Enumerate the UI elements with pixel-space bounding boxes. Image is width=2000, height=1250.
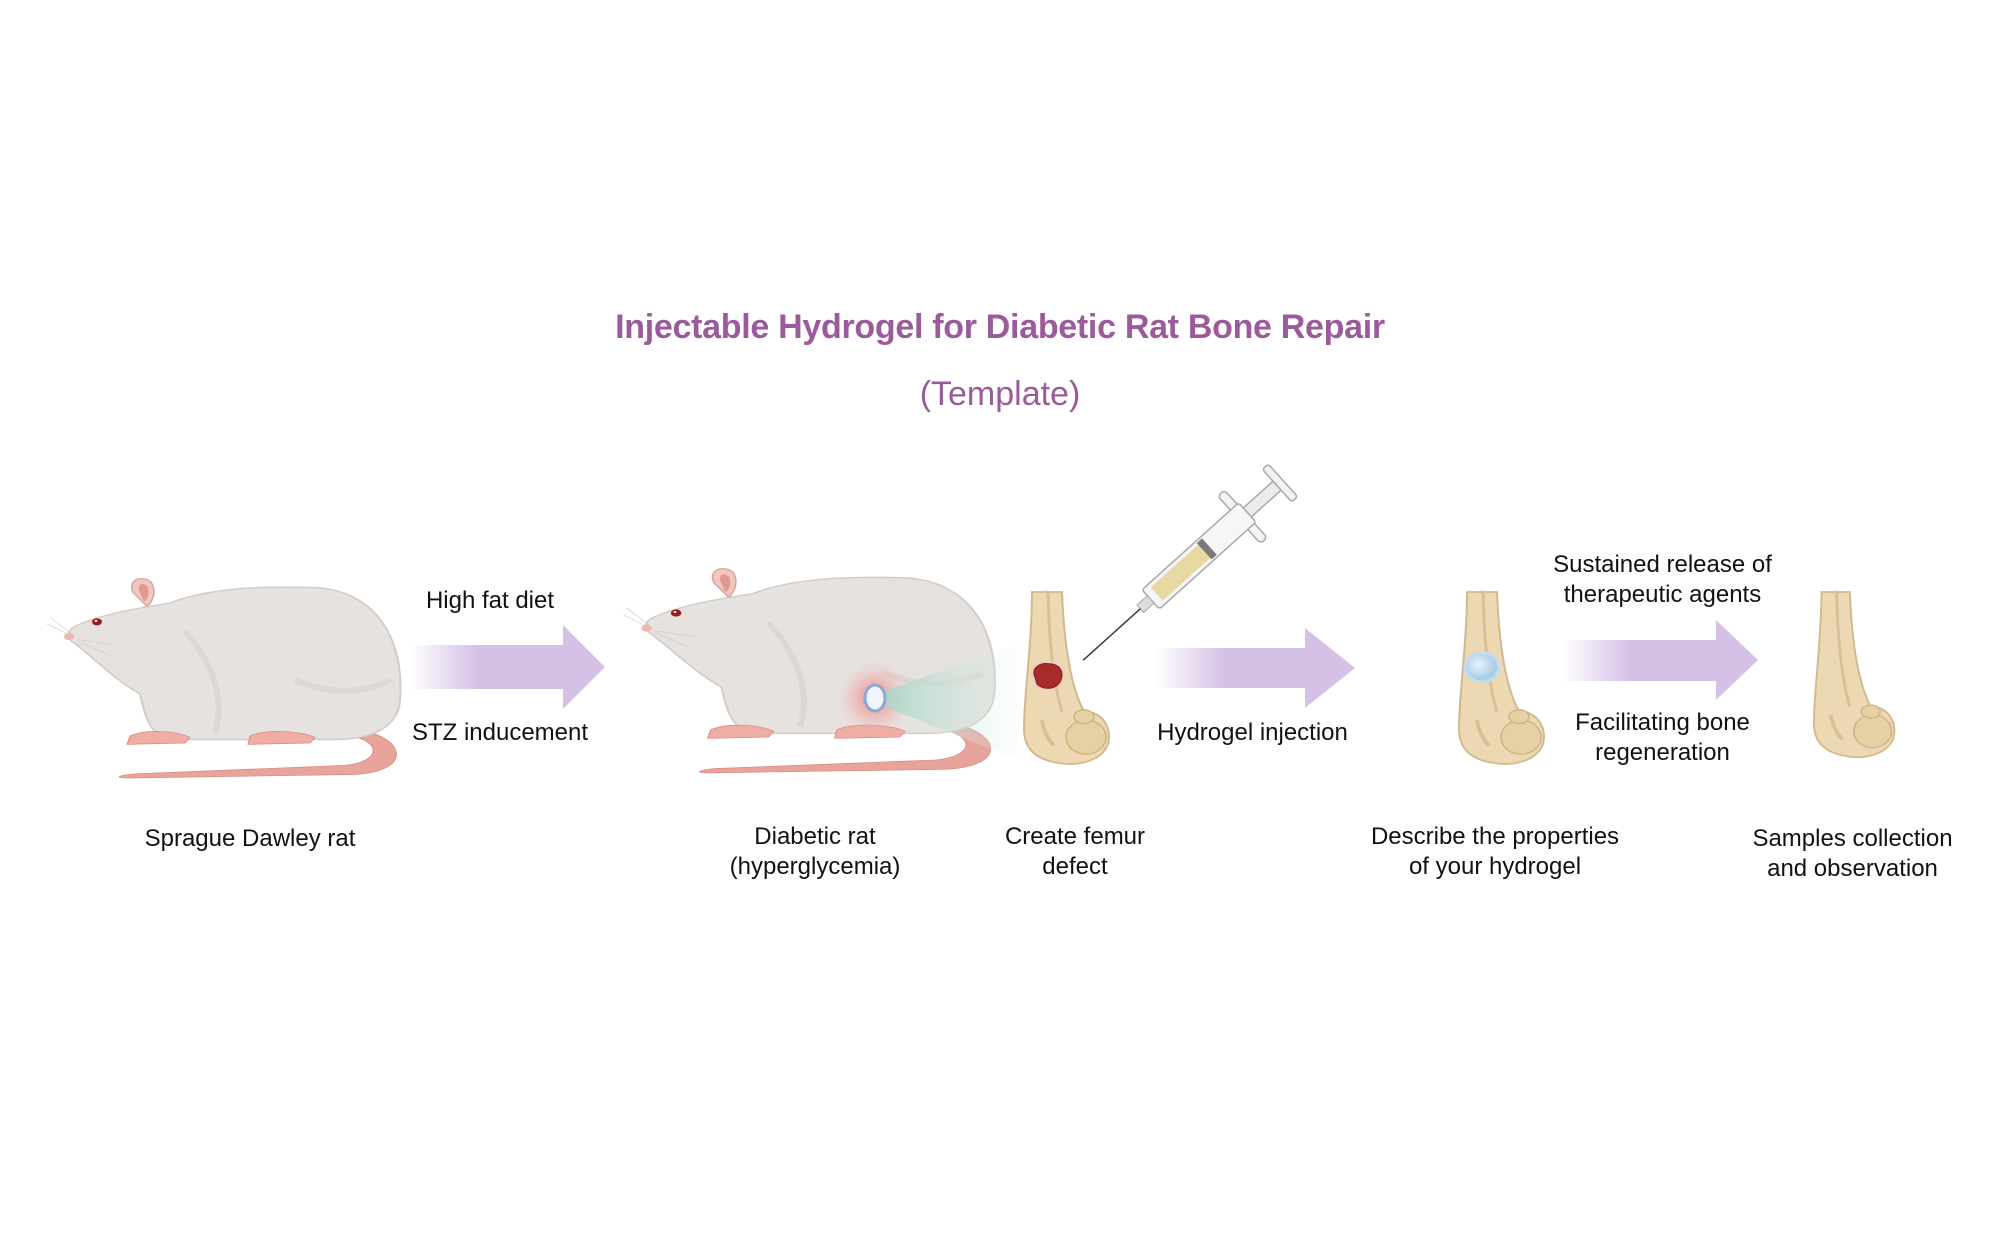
step-label-samples: Samples collection and observation bbox=[1725, 824, 1980, 884]
process-arrow bbox=[1155, 628, 1355, 708]
figure-subtitle: (Template) bbox=[919, 375, 1081, 413]
femur-icon bbox=[1812, 590, 1897, 760]
arrow-label-stz: STZ inducement bbox=[411, 719, 589, 746]
magnify-beam bbox=[837, 640, 1030, 765]
label-line: defect bbox=[1042, 853, 1108, 880]
step-label-diabetic-rat: Diabetic rat (hyperglycemia) bbox=[690, 822, 940, 882]
figure-title: Injectable Hydrogel for Diabetic Rat Bon… bbox=[615, 308, 1385, 346]
label-line: Create femur bbox=[1004, 823, 1146, 850]
label-line: (hyperglycemia) bbox=[729, 853, 901, 880]
label-line: therapeutic agents bbox=[1563, 581, 1762, 608]
label-line: Facilitating bone bbox=[1575, 709, 1750, 736]
label-line: Samples collection bbox=[1752, 825, 1953, 852]
label-line: of your hydrogel bbox=[1408, 853, 1582, 880]
step-label-hydrogel: Describe the properties of your hydrogel bbox=[1345, 822, 1645, 882]
label-line: Sustained release of bbox=[1553, 551, 1772, 578]
step-label-defect: Create femur defect bbox=[975, 822, 1175, 882]
femur-defect-icon bbox=[1022, 590, 1111, 767]
label-line: and observation bbox=[1767, 855, 1938, 882]
label-line: Describe the properties bbox=[1370, 823, 1620, 850]
syringe-icon bbox=[1082, 464, 1298, 661]
femur-hydrogel-icon bbox=[1457, 590, 1546, 767]
arrow-label-sustained-release: Sustained release of therapeutic agents bbox=[1530, 550, 1795, 610]
arrow-label-facilitating: Facilitating bone regeneration bbox=[1540, 708, 1785, 768]
label-line: Diabetic rat bbox=[754, 823, 876, 850]
process-arrow bbox=[410, 625, 605, 709]
step-label-rat: Sprague Dawley rat bbox=[144, 825, 356, 852]
label-line: regeneration bbox=[1595, 739, 1730, 766]
arrow-label-high-fat-diet: High fat diet bbox=[425, 587, 555, 614]
process-arrow bbox=[1562, 620, 1758, 700]
arrow-label-hydrogel-injection: Hydrogel injection bbox=[1157, 719, 1348, 746]
rat-icon bbox=[55, 575, 395, 785]
